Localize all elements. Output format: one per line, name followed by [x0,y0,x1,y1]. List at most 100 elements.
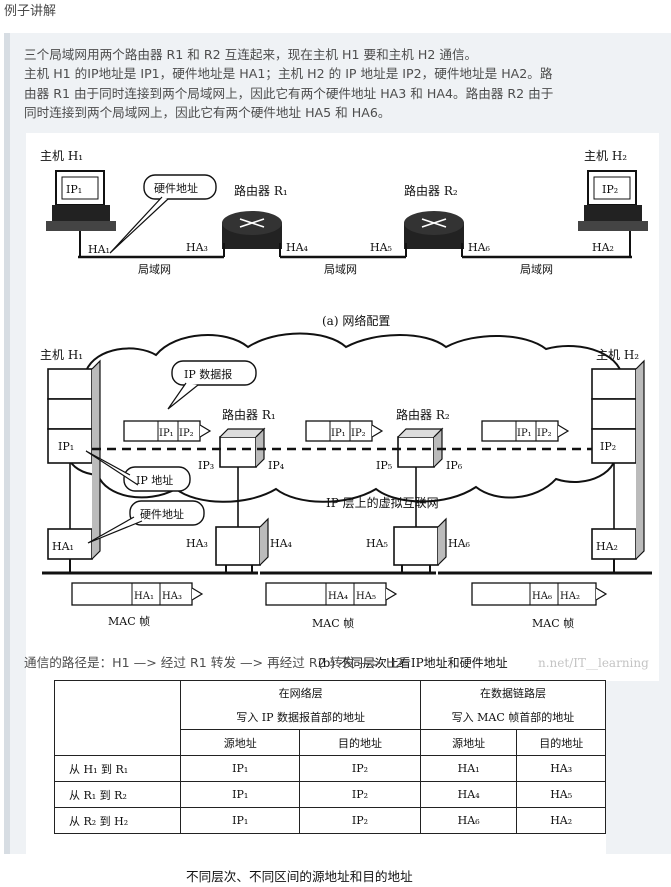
figure-a-caption: (a) 网络配置 [322,313,390,328]
b-router2-label: 路由器 R₂ [396,407,450,422]
frame1-dst: HA₃ [162,591,182,602]
quote-block: 三个局域网用两个路由器 R1 和 R2 互连起来，现在主机 H1 要和主机 H2… [4,33,671,887]
router1-link-layer [215,467,269,566]
host2-label: 主机 H₂ [584,149,627,163]
hw-callout-bubble [143,174,217,200]
frame3-dst: HA₂ [560,591,580,602]
ip-datagram-packet-1 [123,420,212,442]
lan2-label: 局域网 [324,263,357,276]
ha5-label: HA₅ [370,241,392,254]
b-host1-ip: IP₁ [58,440,74,453]
b-host2-ha: HA₂ [596,540,618,553]
b-ha4-label: HA₄ [270,537,293,550]
ip-dst-cell: IP₂ [299,755,421,782]
table-caption: 不同层次、不同区间的源地址和目的地址 [186,869,413,884]
intro-line: 同时连接到两个局域网上，因此它有两个硬件地址 HA5 和 HA6。 [24,105,391,121]
figure-a: 主机 H₁ 主机 H₂ IP₁ IP₂ [40,149,648,328]
b-host2-label: 主机 H₂ [596,348,639,362]
intro-line: 三个局域网用两个路由器 R1 和 R2 互连起来，现在主机 H1 要和主机 H2… [24,47,478,62]
table-row: 从 H₁ 到 R₁ IP₁ IP₂ HA₁ HA₃ [53,755,606,782]
mac-dst-cell: HA₃ [516,755,606,782]
host1-label: 主机 H₁ [40,149,83,163]
mac-dst-cell: HA₅ [516,781,606,808]
b-router1-label: 路由器 R₁ [222,407,276,422]
lan3-label: 局域网 [520,263,553,276]
mac-src-cell: HA₁ [419,755,518,782]
hw-callout-label: 硬件地址 [154,181,198,195]
quote-bar [4,33,10,854]
ip-src-header: 源地址 [180,729,301,756]
router2-icon [404,211,464,249]
intro-line: 主机 H1 的IP地址是 IP1，硬件地址是 HA1；主机 H2 的 IP 地址… [24,66,553,82]
router1-ip3: IP₃ [198,459,214,472]
network-layer-header: 在网络层 [180,680,421,705]
ha4-label: HA₄ [286,241,309,254]
host2-computer-icon [578,170,648,231]
b-host2-ip: IP₂ [600,440,616,453]
ip-address-callout-label: IP 地址 [136,473,173,487]
b-host1-label: 主机 H₁ [40,348,83,362]
b-hw-callout [129,500,205,526]
mac-frame-2 [265,582,398,606]
router1-ip4: IP₄ [268,459,285,472]
intro-paragraph: 三个局域网用两个路由器 R1 和 R2 互连起来，现在主机 H1 要和主机 H2… [24,45,664,123]
ha6-label: HA₆ [468,241,491,254]
frame1-src: HA₁ [134,591,154,602]
packet2-ip2: IP₂ [351,428,366,439]
mac-frame-3 [471,582,608,606]
host1-ip: IP₁ [66,183,82,196]
host1-protocol-stack [47,359,101,560]
table-row: 从 R₂ 到 H₂ IP₁ IP₂ HA₆ HA₂ [53,807,606,834]
packet1-ip1: IP₁ [159,428,174,439]
mac-frame-1 [71,582,204,606]
b-host1-ha: HA₁ [52,540,74,553]
host1-computer-icon [46,170,116,231]
mac-src-cell: HA₆ [419,807,518,834]
link-layer-subheader: 写入 MAC 帧首部的地址 [419,705,607,730]
b-ha6-label: HA₆ [448,537,471,550]
ip-address-callout [123,466,191,492]
ip-datagram-packet-2 [305,420,384,442]
mac-dst-header: 目的地址 [516,729,606,756]
router2-label: 路由器 R₂ [404,183,458,198]
router2-ip5: IP₅ [376,459,392,472]
mac-src-header: 源地址 [419,729,518,756]
network-figure: 主机 H₁ 主机 H₂ IP₁ IP₂ [26,133,659,681]
mac-frame-3-label: MAC 帧 [532,616,574,630]
ha3-label: HA₃ [186,241,208,254]
router1-label: 路由器 R₁ [234,183,288,198]
virtual-net-label: IP 层上的虚拟互联网 [326,495,439,510]
table-row: 从 R₁ 到 R₂ IP₁ IP₂ HA₄ HA₅ [53,781,606,808]
router2-link-layer [393,467,447,566]
b-hw-callout-label: 硬件地址 [140,507,184,521]
mac-src-cell: HA₄ [419,781,518,808]
table-corner-cell [53,680,182,756]
row-label: 从 R₂ 到 H₂ [53,807,182,834]
router2-box-icon [397,427,444,468]
intro-line: 由器 R1 由于同时连接到两个局域网上，因此它有两个硬件地址 HA3 和 HA4… [24,85,554,101]
link-layer-header: 在数据链路层 [419,680,607,705]
watermark: n.net/IT__learning [538,656,649,670]
ip-dst-cell: IP₂ [299,807,421,834]
mac-dst-cell: HA₂ [516,807,606,834]
address-table-wrapper: 在网络层 在数据链路层 写入 IP 数据报首部的地址 写入 MAC 帧首部的地址… [26,674,607,887]
ip-dst-header: 目的地址 [299,729,421,756]
ip-src-cell: IP₁ [180,807,301,834]
address-table: 在网络层 在数据链路层 写入 IP 数据报首部的地址 写入 MAC 帧首部的地址… [53,680,607,834]
packet1-ip2: IP₂ [179,428,194,439]
network-layer-subheader: 写入 IP 数据报首部的地址 [180,705,421,730]
packet3-ip1: IP₁ [517,428,532,439]
ip-datagram-callout [171,360,257,386]
packet3-ip2: IP₂ [537,428,552,439]
hw-callout-pointer [109,196,169,254]
figure-b-caption: (b) 不同层次上看IP地址和硬件地址 [318,656,508,670]
packet2-ip1: IP₁ [331,428,346,439]
router2-ip6: IP₆ [446,459,463,472]
ip-src-cell: IP₁ [180,781,301,808]
ha2-label: HA₂ [592,241,614,254]
ip-src-cell: IP₁ [180,755,301,782]
mac-frame-2-label: MAC 帧 [312,616,354,630]
ip-datagram-label: IP 数据报 [184,367,232,381]
router1-icon [222,211,282,249]
b-ha3-label: HA₃ [186,537,208,550]
